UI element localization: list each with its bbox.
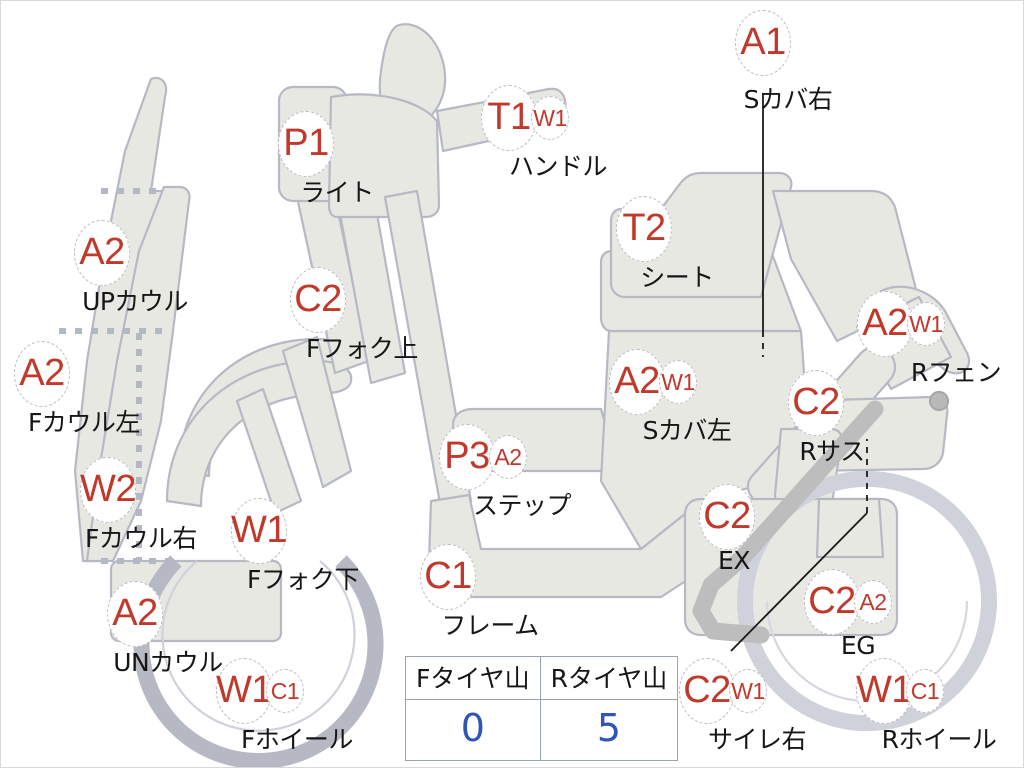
annotation-label-frame: フレーム [441, 611, 539, 640]
badge-sub-f-wheel: C1 [266, 669, 304, 713]
annotation-label-s-cover-left: Sカバ左 [642, 416, 732, 445]
badge-main-f-cowl-right: W2 [80, 457, 137, 523]
badge-main-handle: T1 [481, 85, 537, 151]
badge-sub-handle: W1 [531, 96, 569, 140]
table-header-row: Fタイヤ山 Rタイヤ山 [405, 656, 679, 700]
meter-cowl-shape [327, 93, 441, 219]
annotation-badge-f-fork-up[interactable]: C2 [290, 267, 346, 333]
badge-main-step: P3 [439, 424, 495, 490]
annotation-label-f-wheel: Fホイール [241, 725, 353, 754]
badge-main-f-wheel: W1 [216, 658, 273, 724]
seat-shape [609, 171, 793, 299]
badge-main-s-cover-right: A1 [735, 10, 791, 76]
annotation-label-seat: シート [640, 263, 714, 292]
badge-sub-engine: A2 [854, 580, 892, 624]
badge-sub-silencer-r: W1 [729, 669, 767, 713]
annotation-badge-light[interactable]: P1 [278, 111, 334, 177]
badge-main-f-cowl-left: A2 [14, 341, 70, 407]
annotation-label-engine: EG [840, 631, 876, 660]
annotation-badge-f-cowl-left[interactable]: A2 [14, 341, 70, 407]
badge-main-silencer-r: C2 [679, 658, 735, 724]
badge-main-r-fender: A2 [857, 291, 913, 357]
annotation-label-un-cowl: UNカウル [113, 648, 223, 677]
table-header-front-tire: Fタイヤ山 [405, 656, 541, 700]
annotation-badge-up-cowl[interactable]: A2 [74, 220, 130, 286]
rear-wheel-shape-2 [737, 600, 997, 731]
annotation-label-r-wheel: Rホイール [881, 725, 997, 754]
annotation-label-step: ステップ [472, 491, 572, 520]
annotation-badge-f-fork-low[interactable]: W1 [231, 498, 288, 564]
badge-main-r-wheel: W1 [856, 658, 913, 724]
table-header-rear-tire: Rタイヤ山 [539, 656, 679, 700]
tire-tread-table: Fタイヤ山 Rタイヤ山 0 5 [405, 656, 679, 761]
front-wheel-inner [161, 560, 356, 732]
leader-line-engine [730, 512, 868, 652]
badge-sub-r-fender: W1 [907, 302, 945, 346]
badge-main-seat: T2 [616, 196, 672, 262]
table-row: 0 5 [405, 699, 679, 761]
table-cell-front-tire-value: 0 [405, 699, 541, 761]
annotation-badge-un-cowl[interactable]: A2 [107, 581, 163, 647]
badge-main-frame: C1 [420, 544, 476, 610]
annotation-label-exhaust: EX [718, 546, 750, 575]
annotation-label-light: ライト [300, 178, 374, 207]
badge-main-up-cowl: A2 [74, 220, 130, 286]
annotation-badge-s-cover-right[interactable]: A1 [735, 10, 791, 76]
annotation-badge-seat[interactable]: T2 [616, 196, 672, 262]
annotation-label-f-cowl-right: Fカウル右 [85, 524, 197, 553]
badge-sub-r-wheel: C1 [906, 669, 944, 713]
badge-main-s-cover-left: A2 [609, 349, 665, 415]
front-fork-lower-shape [281, 335, 353, 489]
badge-sub-step: A2 [489, 435, 527, 479]
annotation-label-f-fork-low: Fフォク下 [247, 565, 359, 594]
exhaust-pipe-shape [692, 400, 884, 644]
badge-sub-s-cover-left: W1 [659, 360, 697, 404]
badge-main-f-fork-up: C2 [290, 267, 346, 333]
annotation-label-silencer-r: サイレ右 [707, 725, 807, 754]
swingarm-pivot-shape [928, 390, 950, 412]
cylinder-shape [815, 497, 885, 559]
annotation-badge-f-cowl-right[interactable]: W2 [80, 457, 137, 523]
front-fork-lower-shape-2 [235, 387, 303, 515]
badge-main-light: P1 [278, 111, 334, 177]
annotation-badge-exhaust[interactable]: C2 [699, 484, 755, 550]
cowl-divider-lines [59, 188, 179, 564]
annotation-label-s-cover-right: Sカバ右 [743, 85, 833, 114]
annotation-badge-frame[interactable]: C1 [420, 544, 476, 610]
badge-main-r-suspension: C2 [788, 370, 844, 436]
badge-main-engine: C2 [804, 569, 860, 635]
annotation-label-f-cowl-left: Fカウル左 [28, 408, 140, 437]
annotation-badge-r-suspension[interactable]: C2 [788, 370, 844, 436]
leader-lines [730, 93, 868, 652]
annotation-label-handle: ハンドル [508, 152, 608, 181]
annotation-label-r-suspension: Rサス [799, 437, 865, 466]
badge-main-f-fork-low: W1 [231, 498, 288, 564]
annotation-label-up-cowl: UPカウル [82, 287, 188, 316]
table-cell-rear-tire-value: 5 [539, 699, 679, 761]
badge-main-un-cowl: A2 [107, 581, 163, 647]
annotation-label-r-fender: Rフェン [910, 358, 1002, 387]
annotation-label-f-fork-up: Fフォク上 [306, 334, 418, 363]
badge-main-exhaust: C2 [699, 484, 755, 550]
